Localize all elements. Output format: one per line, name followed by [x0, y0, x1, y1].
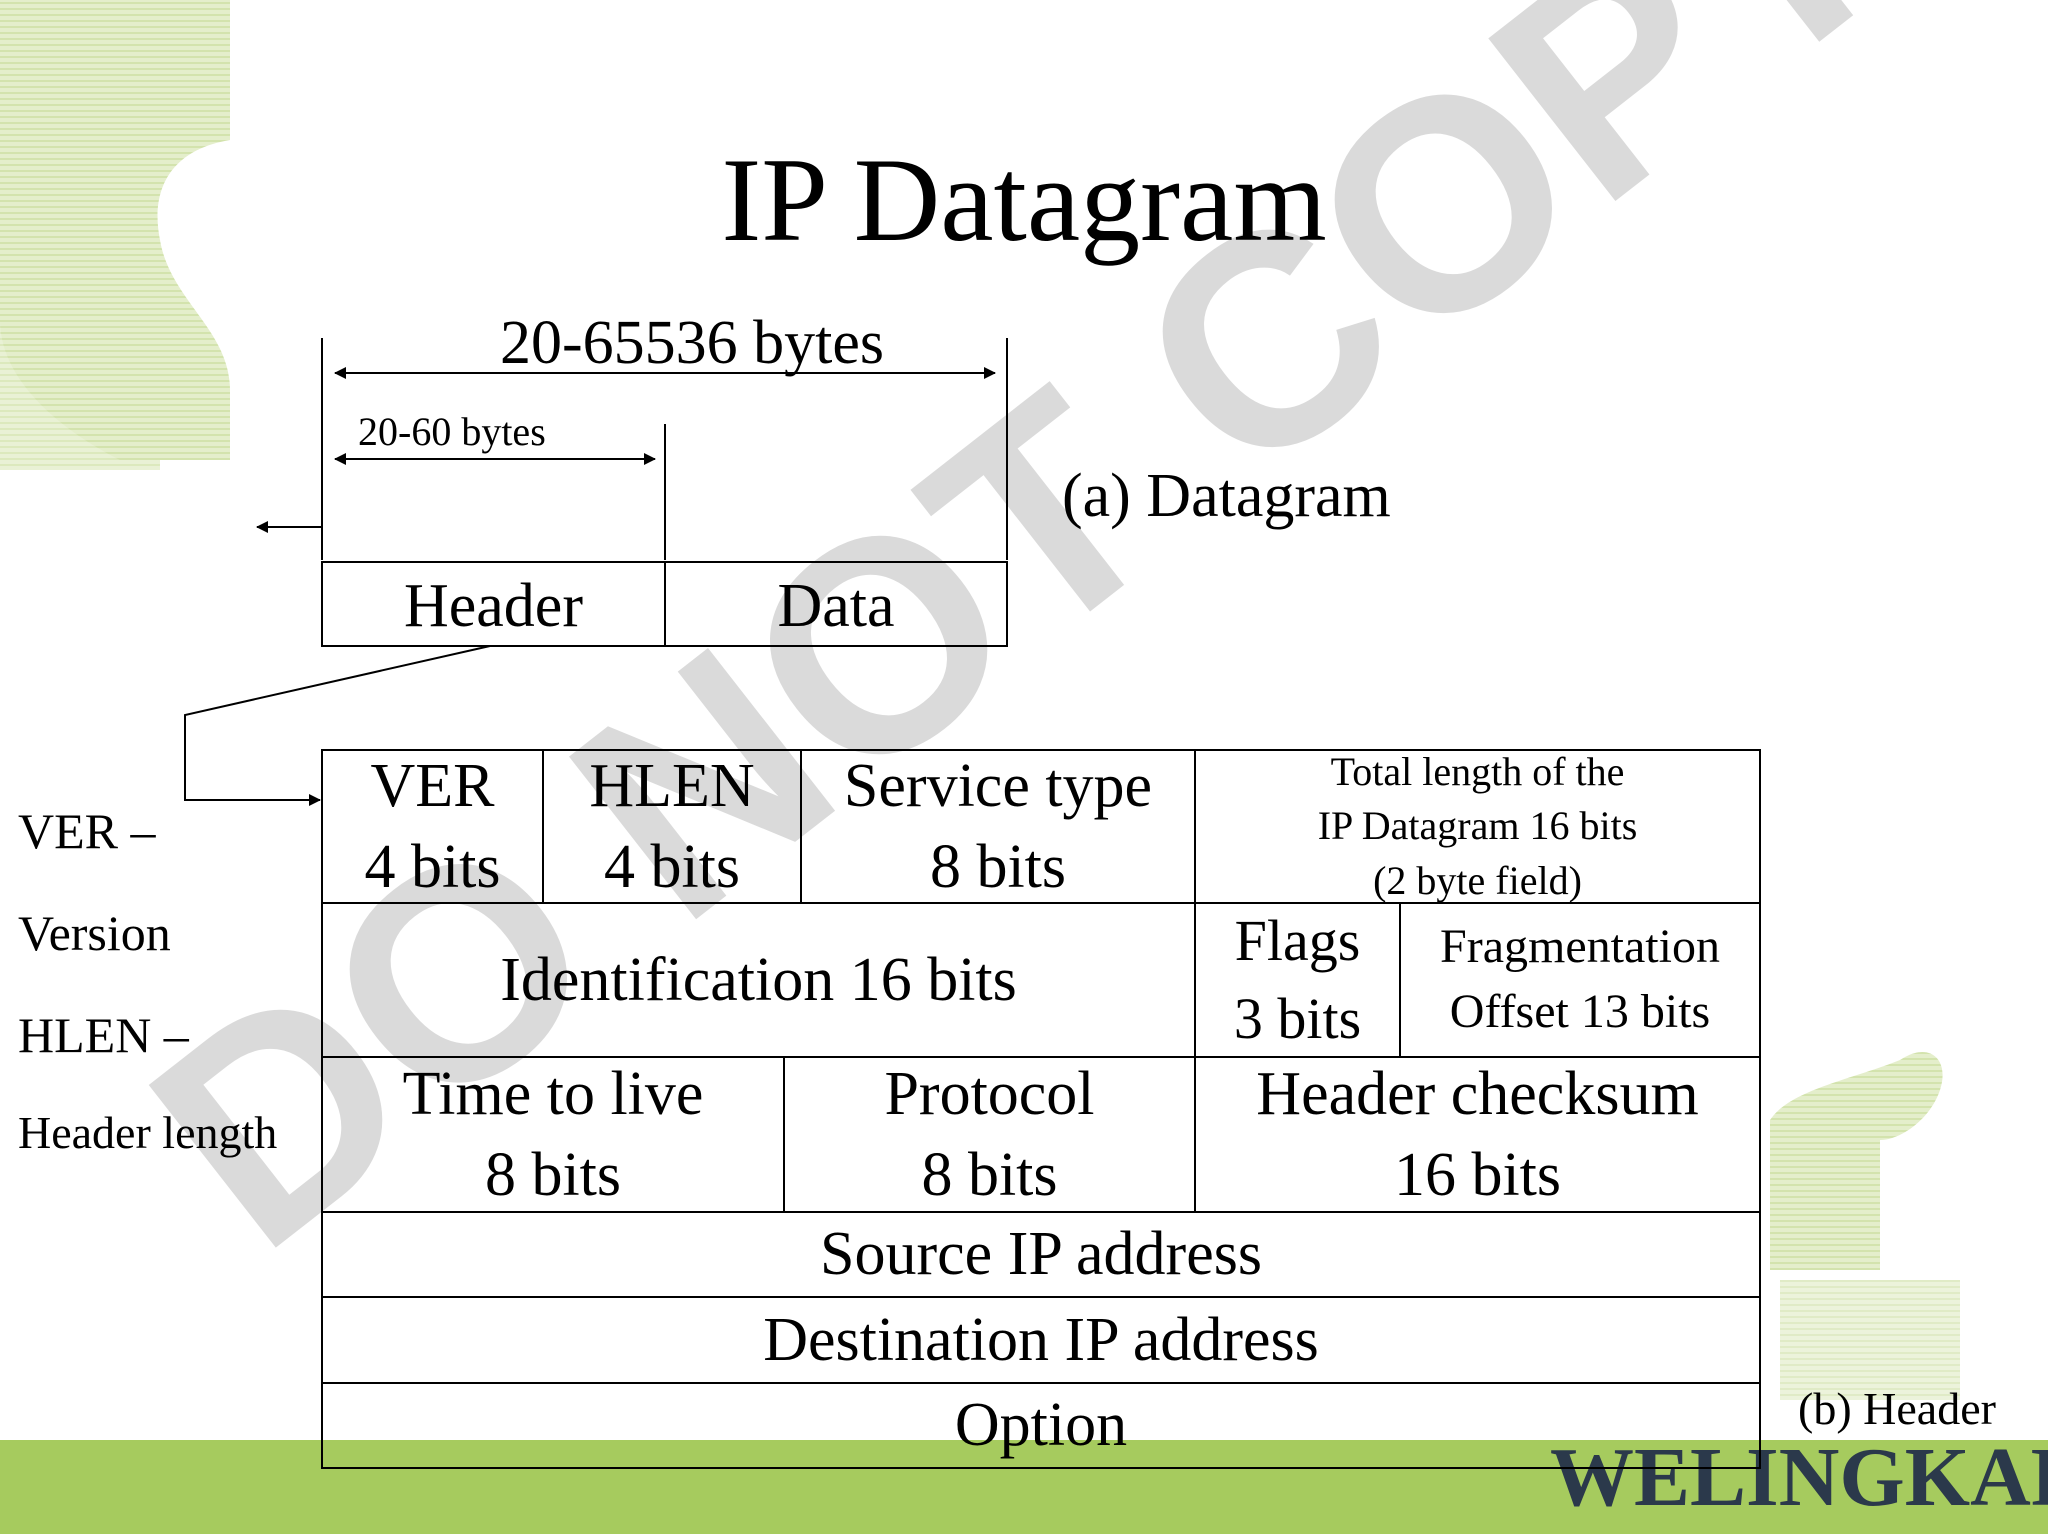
field-flags: Flags 3 bits [1233, 907, 1362, 1051]
decor-shape-left-mid [0, 300, 160, 470]
field-fragmentation-offset: Fragmentation Offset 13 bits [1440, 920, 1720, 1038]
legend-version: Version [18, 905, 171, 961]
field-hlen: HLEN 4 bits [589, 751, 755, 901]
field-destination-ip: Destination IP address [763, 1305, 1319, 1374]
data-box-label: Data [777, 572, 895, 640]
header-box-label: Header [404, 572, 583, 640]
bottom-band [0, 1440, 2048, 1534]
page-title: IP Datagram [721, 133, 1327, 266]
datagram-caption: (a) Datagram [1062, 462, 1391, 530]
legend-header-length: Header length [18, 1107, 278, 1158]
field-source-ip: Source IP address [820, 1220, 1262, 1289]
field-option: Option [954, 1391, 1128, 1460]
field-time-to-live: Time to live 8 bits [402, 1059, 704, 1209]
legend-ver: VER – [18, 803, 156, 859]
legend-hlen: HLEN – [18, 1007, 189, 1063]
field-identification: Identification 16 bits [500, 945, 1017, 1014]
decor-shape-right-low [1780, 1280, 1960, 1400]
field-header-checksum: Header checksum 16 bits [1256, 1059, 1699, 1209]
decor-shape-bottom-right [1770, 1051, 1943, 1270]
field-total-length: Total length of the IP Datagram 16 bits … [1317, 748, 1638, 903]
logo-mark: WELINGKAR [1550, 1431, 2048, 1524]
total-length-label: 20-65536 bytes [499, 309, 885, 377]
svg-text:WELINGKAR: WELINGKAR [1550, 1431, 2048, 1524]
field-service-type: Service type 8 bits [843, 751, 1153, 901]
field-protocol: Protocol 8 bits [884, 1059, 1095, 1209]
header-range-label: 20-60 bytes [358, 409, 546, 454]
header-caption: (b) Header [1798, 1383, 1996, 1434]
field-ver: VER 4 bits [364, 751, 501, 901]
